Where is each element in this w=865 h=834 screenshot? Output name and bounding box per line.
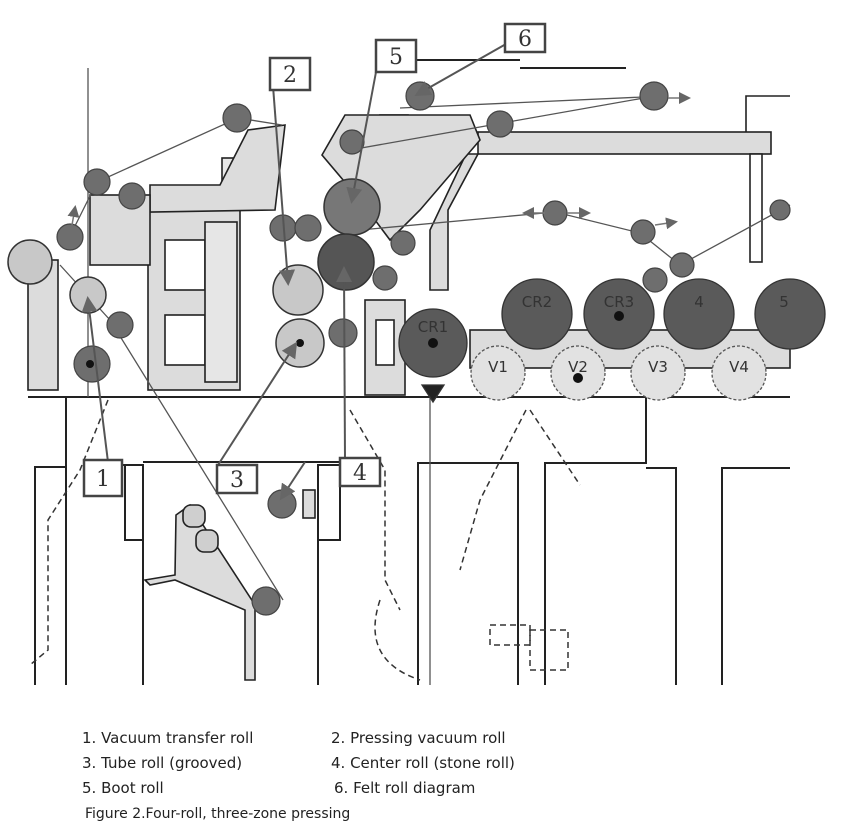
lower-equipment [143,489,316,681]
vacuum-roll-v3 [630,345,686,401]
roll-centers [86,311,624,383]
dryer-roll-labels: CR1 CR2 CR3 4 5 V1 V2 V3 V4 [418,293,789,376]
svg-text:5: 5 [779,293,789,311]
svg-text:4: 4 [353,461,367,486]
callout-box-5 [374,38,418,74]
svg-text:V1: V1 [488,358,508,376]
figure-caption: Figure 2.Four-roll, three-zone pressing [85,806,351,822]
legend-item-1: 1. Vacuum transfer roll [82,729,254,747]
callout-leaders [81,43,507,501]
legend-item-6: 6. Felt roll diagram [334,779,476,797]
svg-text:4: 4 [694,293,704,311]
callout-box-6 [503,22,547,54]
svg-text:V4: V4 [729,358,749,376]
callout-numbers: 1 2 3 4 5 6 [96,27,532,493]
dryer-section [398,278,826,404]
pressing-vacuum-roll [272,264,324,316]
guide-rolls [56,81,791,616]
svg-text:3: 3 [230,468,244,493]
svg-text:2: 2 [283,63,297,88]
svg-text:6: 6 [518,27,532,52]
dashed-lines [29,399,581,681]
callout-box-1 [82,458,124,498]
floor-structure [28,396,790,685]
callout-box-4 [338,456,382,488]
press-section-diagram: CR1 CR2 CR3 4 5 V1 V2 V3 V4 1 2 [7,22,826,685]
legend-item-2: 2. Pressing vacuum roll [331,729,506,747]
direction-arrows [67,92,691,230]
vacuum-roll-v1 [470,345,526,401]
svg-text:CR1: CR1 [418,318,448,336]
svg-text:CR2: CR2 [522,293,552,311]
dryer-roll-4 [663,278,735,350]
legend-item-4: 4. Center roll (stone roll) [331,754,515,772]
svg-text:CR3: CR3 [604,293,634,311]
svg-text:5: 5 [389,45,403,70]
boot-roll [323,178,381,236]
dryer-roll-cr2 [501,278,573,350]
callout-box-3 [215,463,259,495]
vacuum-roll-v4 [711,345,767,401]
legend-item-3: 3. Tube roll (grooved) [82,754,243,772]
center-roll [317,233,375,291]
callout-boxes [82,22,547,498]
svg-text:V2: V2 [568,358,588,376]
dryer-roll-5 [754,278,826,350]
svg-text:V3: V3 [648,358,668,376]
legend-item-5: 5. Boot roll [82,779,164,797]
callout-box-2 [268,56,312,92]
svg-text:1: 1 [96,467,110,492]
